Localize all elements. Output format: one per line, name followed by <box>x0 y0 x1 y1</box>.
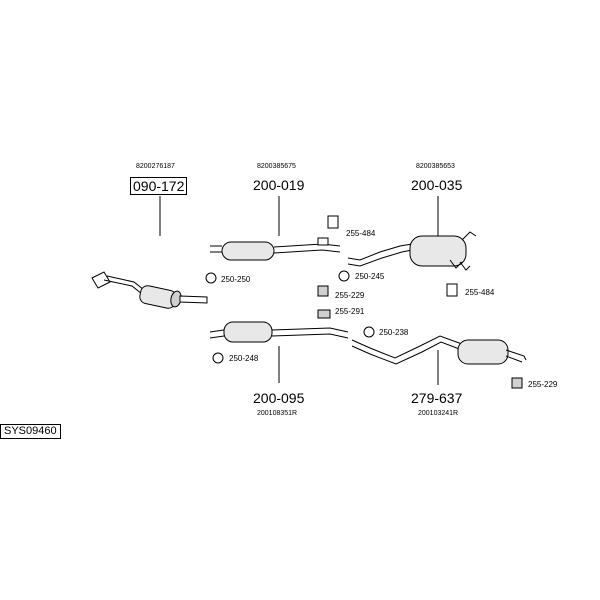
clip-label: 250-245 <box>355 272 385 281</box>
clip-label: 250-248 <box>229 354 259 363</box>
clip-label: 255-291 <box>335 307 365 316</box>
front-pipe-drawing <box>210 237 341 261</box>
front-pipe-lower-oem-number: 200108351R <box>257 410 298 417</box>
clip-label: 255-484 <box>346 229 376 238</box>
hanger-icon <box>511 377 523 389</box>
rear-silencer-lower-oem-number: 200103241R <box>418 410 459 417</box>
front-pipe-lower-part-number: 200-095 <box>253 390 305 406</box>
catalyst-part-number: 090-172 <box>130 177 188 195</box>
rear-silencer-top-part-number: 200-035 <box>411 177 463 193</box>
rear-silencer-top-oem-number: 8200385653 <box>416 163 455 170</box>
front-pipe-part-number: 200-019 <box>253 177 305 193</box>
clip-label: 250-250 <box>221 275 251 284</box>
clip-label: 250-238 <box>379 328 409 337</box>
catalyst-drawing <box>91 271 208 309</box>
clip-icon <box>205 272 217 284</box>
rear-silencer-lower-part-number: 279-637 <box>411 390 463 406</box>
system-code: SYS09460 <box>0 424 61 439</box>
clip-icon <box>363 326 375 338</box>
rear-silencer-lower-drawing <box>351 335 527 365</box>
clip-label: 255-229 <box>528 380 558 389</box>
rear-silencer-top-drawing <box>347 231 477 271</box>
bracket-icon <box>327 215 339 229</box>
hanger-icon <box>317 309 331 319</box>
bracket-icon <box>446 283 458 297</box>
front-pipe-oem-number: 8200385675 <box>257 163 296 170</box>
front-pipe-lower-drawing <box>209 321 349 343</box>
clip-label: 255-484 <box>465 288 495 297</box>
clip-icon <box>338 270 350 282</box>
clip-icon <box>212 352 224 364</box>
clip-label: 255-229 <box>335 291 365 300</box>
catalyst-oem-number: 8200276187 <box>136 163 175 170</box>
hanger-icon <box>317 285 329 297</box>
